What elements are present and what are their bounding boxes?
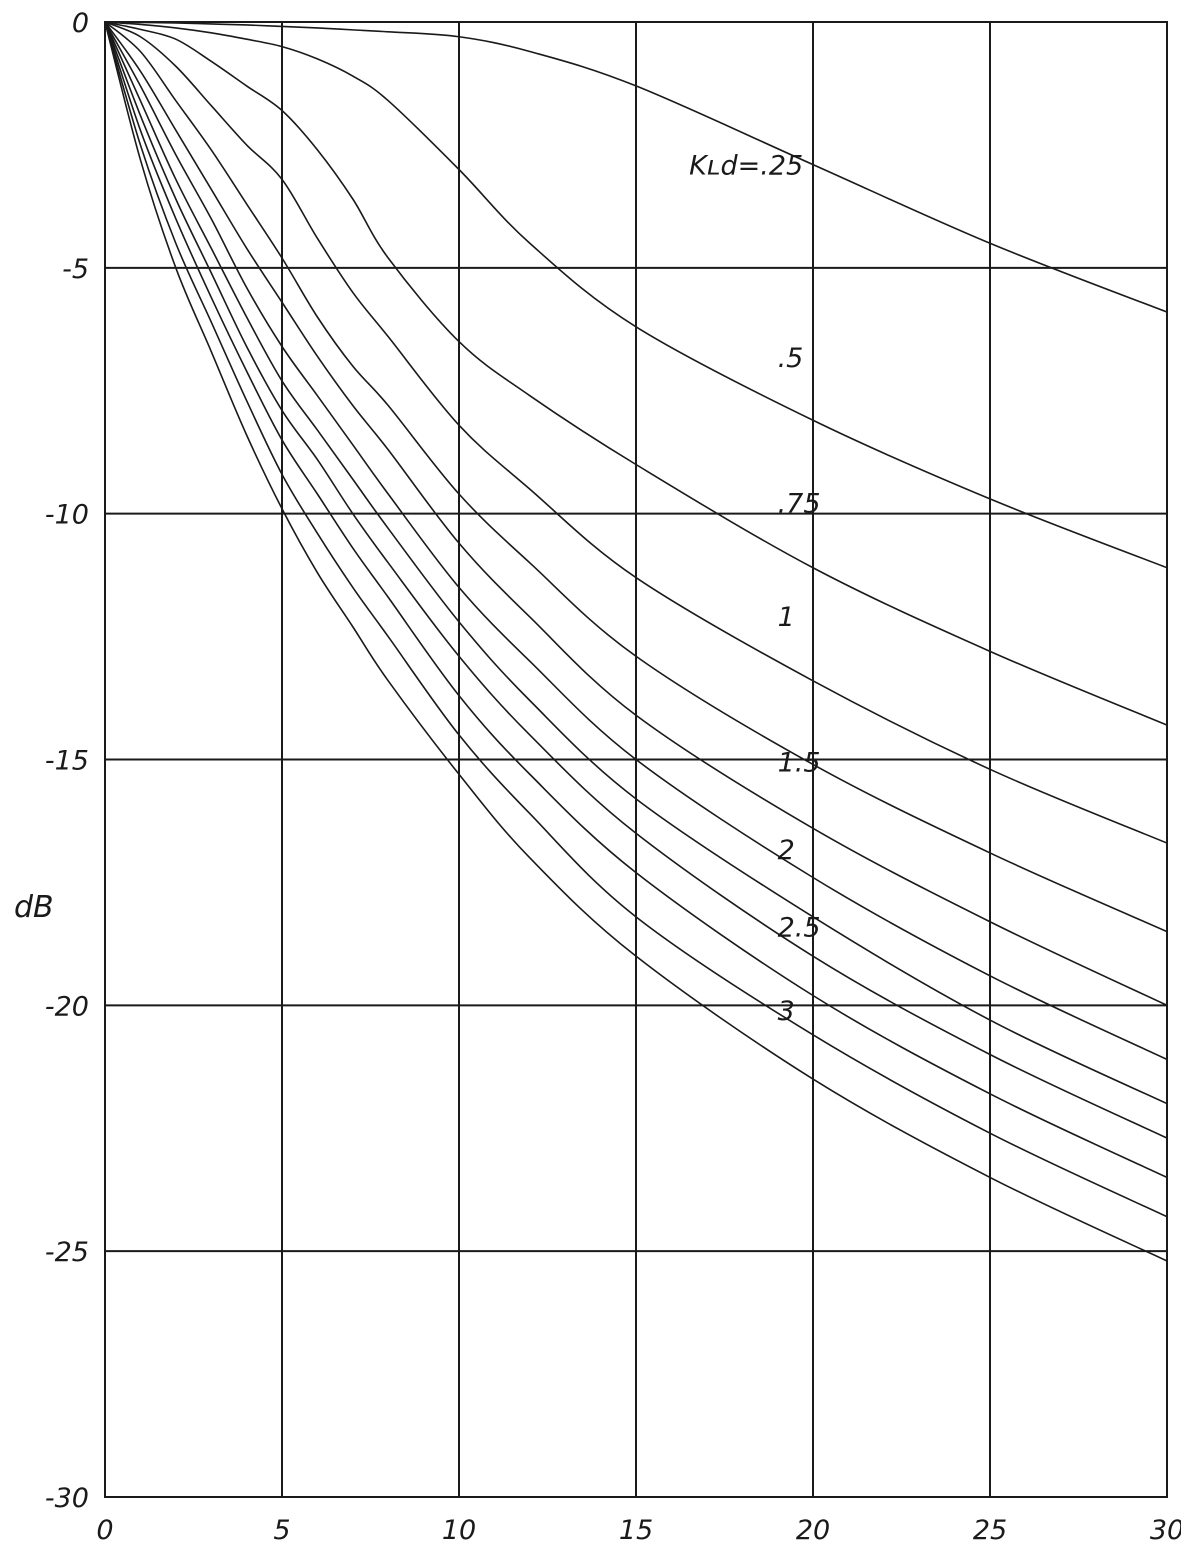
- series-label-0: Kʟd=.25: [689, 150, 803, 181]
- y-tick-label-4: -20: [45, 991, 89, 1022]
- series-label-3: 1: [778, 602, 795, 633]
- x-tick-label-0: 0: [96, 1515, 113, 1546]
- series-line-11: [104, 21, 1168, 1262]
- series-line-8: [104, 21, 1168, 1139]
- series-line-1: [104, 21, 1168, 569]
- series-line-6: [104, 21, 1168, 1061]
- x-tick-label-1: 5: [273, 1515, 290, 1546]
- y-axis-title: dB: [14, 890, 54, 925]
- series-label-6: 2.5: [778, 913, 821, 944]
- series-labels: Kʟd=.25 .5 .75 1 1.5 2 2.5 3: [689, 150, 820, 1027]
- y-tick-label-6: -30: [45, 1483, 89, 1514]
- series-line-9: [104, 21, 1168, 1179]
- series-group: [104, 21, 1168, 1262]
- x-tick-label-2: 10: [442, 1515, 476, 1546]
- series-label-1: .5: [778, 343, 804, 374]
- x-tick-label-3: 15: [619, 1515, 653, 1546]
- grid: [104, 21, 1168, 1498]
- series-line-4: [104, 21, 1168, 933]
- y-tick-label-3: -15: [45, 746, 89, 777]
- series-label-2: .75: [778, 489, 821, 520]
- x-tick-label-5: 25: [973, 1515, 1007, 1546]
- y-tick-label-1: -5: [62, 254, 89, 285]
- series-label-7: 3: [778, 996, 795, 1027]
- x-tick-label-4: 20: [796, 1515, 830, 1546]
- y-tick-label-2: -10: [45, 500, 89, 531]
- series-label-4: 1.5: [778, 747, 821, 778]
- series-label-5: 2: [778, 835, 795, 866]
- x-tick-label-6: 30: [1150, 1515, 1181, 1546]
- y-tick-label-0: 0: [72, 8, 89, 39]
- series-line-7: [104, 21, 1168, 1105]
- plot-frame: [104, 21, 1168, 1498]
- series-line-0: [104, 21, 1168, 313]
- y-tick-label-5: -25: [45, 1237, 89, 1268]
- x-tick-labels: 0 5 10 15 20 25 30: [96, 1515, 1181, 1546]
- series-line-5: [104, 21, 1168, 1007]
- y-tick-labels: 0 -5 -10 -15 -20 -25 -30: [45, 8, 89, 1514]
- series-line-10: [104, 21, 1168, 1218]
- series-line-2: [104, 21, 1168, 726]
- series-line-3: [104, 21, 1168, 844]
